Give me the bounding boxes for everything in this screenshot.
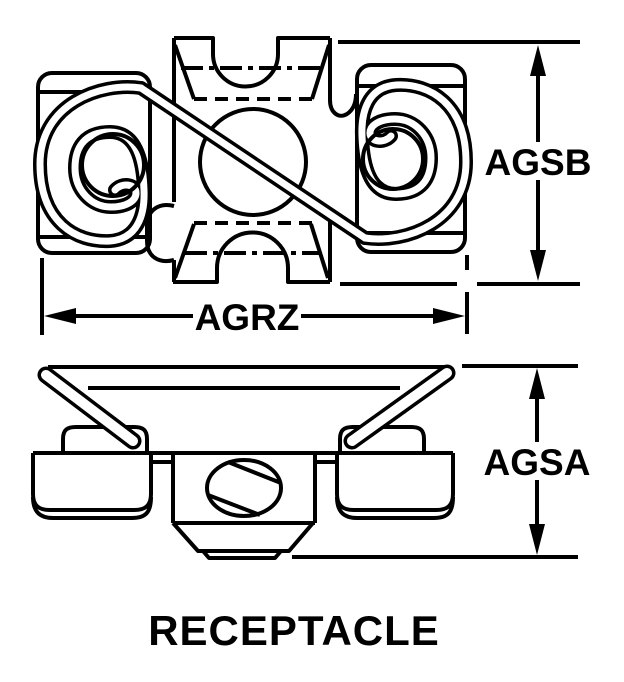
agsa-arrow-down [529, 524, 545, 555]
agsb-arrow-down [530, 250, 546, 281]
right-foot [335, 453, 455, 512]
agrz-arrow-right [433, 308, 465, 324]
bottom-castellation-outline [173, 230, 330, 284]
spring-ends-side [37, 364, 456, 450]
agsa-label: AGSA [484, 442, 591, 483]
castellation-slants [173, 44, 331, 279]
agrz-arrow-left [44, 308, 76, 324]
agrz-label: AGRZ [195, 297, 300, 338]
nut-body [171, 521, 315, 553]
figure-caption: RECEPTACLE [148, 607, 440, 654]
agsb-arrow-up [530, 45, 546, 76]
right-spring-end-core [347, 368, 452, 446]
side-view-receptacle [31, 364, 456, 560]
dimension-agrz: AGRZ [40, 255, 469, 338]
right-foot-lip [335, 496, 455, 520]
spring-diagonal-core [137, 84, 369, 242]
center-hole [198, 107, 308, 217]
right-post-hole [361, 127, 425, 191]
agsa-extension-lines [292, 364, 578, 559]
nut-cage [171, 453, 317, 525]
screw-head [205, 458, 283, 518]
agrz-extension-lines [40, 255, 469, 335]
top-view-receptacle [33, 36, 473, 284]
left-foot [31, 453, 153, 512]
left-foot-lip [31, 496, 153, 520]
dimension-agsa: AGSA [292, 364, 591, 559]
block-right-neck [328, 93, 358, 118]
nut-tip [201, 549, 283, 560]
center-block [145, 36, 358, 284]
agsb-extension-lines [338, 40, 580, 286]
agsa-arrow-up [529, 368, 545, 399]
dimension-agsb: AGSB [338, 40, 592, 286]
left-spring-end-core [41, 370, 138, 446]
block-left-lobe [145, 203, 175, 263]
screw-slot [207, 460, 282, 517]
left-post-hole [80, 132, 146, 198]
agsb-label: AGSB [485, 142, 592, 183]
top-castellation-outline [174, 36, 330, 89]
